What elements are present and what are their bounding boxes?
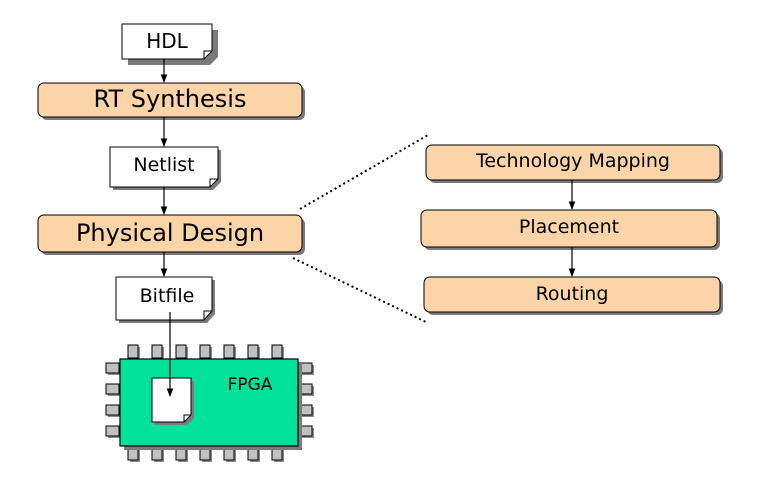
netlist-label: Netlist [133,154,195,176]
fpga-chip [105,344,314,462]
bitfile-in-chip [151,377,194,425]
bitfile-label: Bitfile [139,285,195,307]
zoom-line-bottom [292,257,429,324]
routing-label: Routing [535,283,609,305]
chip-pin [151,344,163,359]
bitfile-document [115,276,215,323]
chip-pin [105,383,120,395]
chip-pin [105,425,120,437]
zoom-line-top [299,134,429,210]
rt-synthesis-box [37,82,305,120]
chip-pin [127,344,139,359]
rt-synthesis-label: RT Synthesis [93,85,247,113]
chip-pin [105,404,120,416]
netlist-document [109,146,221,190]
physical-design-label: Physical Design [75,219,265,247]
chip-pin [247,344,259,359]
hdl-document [121,23,218,65]
technology-mapping-box [425,144,723,183]
hdl-label: HDL [146,29,188,53]
technology-mapping-label: Technology Mapping [475,150,670,172]
physical-design-box [37,214,305,255]
chip-pins [105,344,314,462]
chip-pin [199,344,211,359]
placement-box [420,209,720,250]
routing-box [423,276,723,315]
chip-pin [271,344,283,359]
placement-label: Placement [518,216,620,238]
chip-pin [105,362,120,374]
chip-pin [175,344,187,359]
fpga-label: FPGA [227,375,273,395]
chip-pin [223,344,235,359]
